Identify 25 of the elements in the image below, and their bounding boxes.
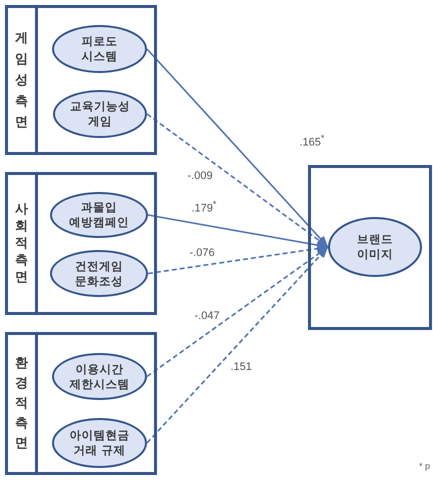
edge-label: -.047 (194, 310, 221, 322)
ellipse-node: 건전게임 문화조성 (50, 250, 148, 297)
side-label: 환경적측면 (15, 354, 28, 452)
edge-label: -.009 (186, 170, 214, 182)
edge-label: .179$^{*}$ (190, 198, 218, 214)
side-label: 게임성측면 (15, 30, 28, 132)
dashed-arrow (146, 246, 329, 444)
ellipse-node: 브랜드 이미지 (328, 217, 422, 277)
edge-label: .165$^{*}$ (298, 132, 326, 148)
group-box (5, 5, 157, 155)
edge-label: -.076 (188, 247, 216, 259)
footnote: * p (418, 461, 430, 471)
group-box (5, 172, 157, 315)
ellipse-node: 교육기능성 게임 (53, 90, 147, 138)
dashed-arrow (148, 244, 328, 274)
frame-box (308, 165, 432, 330)
edge-label: .151 (230, 361, 253, 373)
ellipse-node: 이용시간 제한시스템 (52, 353, 147, 400)
side-label: 사회적측면 (15, 201, 28, 286)
arrow (146, 48, 329, 248)
group-box (5, 332, 157, 475)
ellipse-node: 피로도 시스템 (52, 25, 147, 73)
ellipse-node: 아이템현금 거래 규제 (52, 418, 147, 468)
arrow (148, 214, 328, 250)
ellipse-node: 과몰입 예방캠페인 (50, 192, 148, 238)
